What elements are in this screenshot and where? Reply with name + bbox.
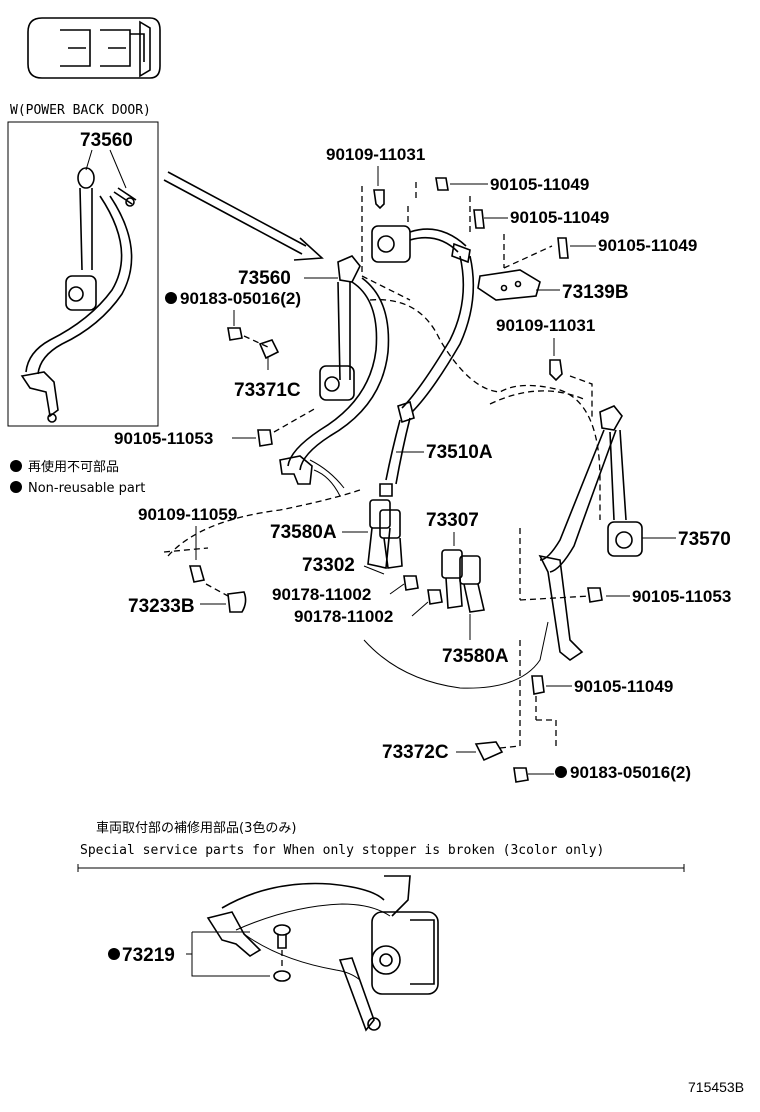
buckle-73307 <box>441 549 485 613</box>
special-bracket <box>77 864 685 872</box>
part-label-73570: 73570 <box>678 529 731 550</box>
part-label-90183-05016-right: 90183-05016(2) <box>570 763 691 782</box>
part-label-73219: 73219 <box>122 945 175 966</box>
special-leader <box>191 931 270 977</box>
seat-lower-outline <box>363 621 549 689</box>
part-label-73139B: 73139B <box>562 282 629 303</box>
center-retractor-upper <box>371 225 475 413</box>
part-label-90178-11002-b: 90178-11002 <box>294 607 393 626</box>
diagram-reference: 715453B <box>688 1079 744 1095</box>
special-service-assembly <box>206 875 439 1032</box>
part-label-90105-11053-right: 90105-11053 <box>632 587 731 606</box>
left-retractor-assembly <box>279 255 390 497</box>
direction-arrow-icon <box>163 171 324 261</box>
part-label-90109-11031-top: 90109-11031 <box>326 145 425 164</box>
part-label-90105-11049-a: 90105-11049 <box>490 175 589 194</box>
legend-en: Non-reusable part <box>28 481 145 496</box>
part-label-73372C: 73372C <box>382 742 449 763</box>
part-label-73510A: 73510A <box>426 442 493 463</box>
belt-73510A <box>379 400 415 497</box>
non-reusable-marker-icon <box>165 292 177 304</box>
non-reusable-marker-icon <box>10 481 22 493</box>
right-retractor-assembly <box>538 405 643 661</box>
special-note-jp: 車両取付部の補修用部品(3色のみ) <box>96 820 296 836</box>
part-label-90105-11049-d: 90105-11049 <box>574 677 673 696</box>
variant-note: W(POWER BACK DOOR) <box>10 103 151 118</box>
part-label-90109-11059: 90109-11059 <box>138 505 237 524</box>
part-label-73307: 73307 <box>426 510 479 531</box>
part-label-73371C: 73371C <box>234 380 301 401</box>
part-label-90178-11002-a: 90178-11002 <box>272 585 371 604</box>
part-label-73580A-left: 73580A <box>270 522 337 543</box>
part-label-73580A-right: 73580A <box>442 646 509 667</box>
part-label-90183-05016-left: 90183-05016(2) <box>180 289 301 308</box>
part-label-73560-inset: 73560 <box>80 130 133 151</box>
bracket-73139B <box>477 269 541 301</box>
seat-row-icon <box>27 17 161 79</box>
part-label-90105-11049-b: 90105-11049 <box>510 208 609 227</box>
part-label-90105-11049-c: 90105-11049 <box>598 236 697 255</box>
inset-retractor-assembly <box>20 149 137 423</box>
part-label-73302: 73302 <box>302 555 355 576</box>
part-label-90105-11053-left: 90105-11053 <box>114 429 213 448</box>
special-note-en: Special service parts for When only stop… <box>80 843 604 858</box>
non-reusable-marker-icon <box>555 766 567 778</box>
non-reusable-marker-icon <box>108 948 120 960</box>
seat-outline <box>369 299 601 520</box>
non-reusable-marker-icon <box>10 460 22 472</box>
part-label-73233B: 73233B <box>128 596 195 617</box>
buckle-73580A-left <box>367 499 403 569</box>
legend-jp: 再使用不可部品 <box>28 459 119 475</box>
part-label-73560: 73560 <box>238 268 291 289</box>
inset-frame <box>7 121 159 427</box>
part-label-90109-11031-right: 90109-11031 <box>496 316 595 335</box>
